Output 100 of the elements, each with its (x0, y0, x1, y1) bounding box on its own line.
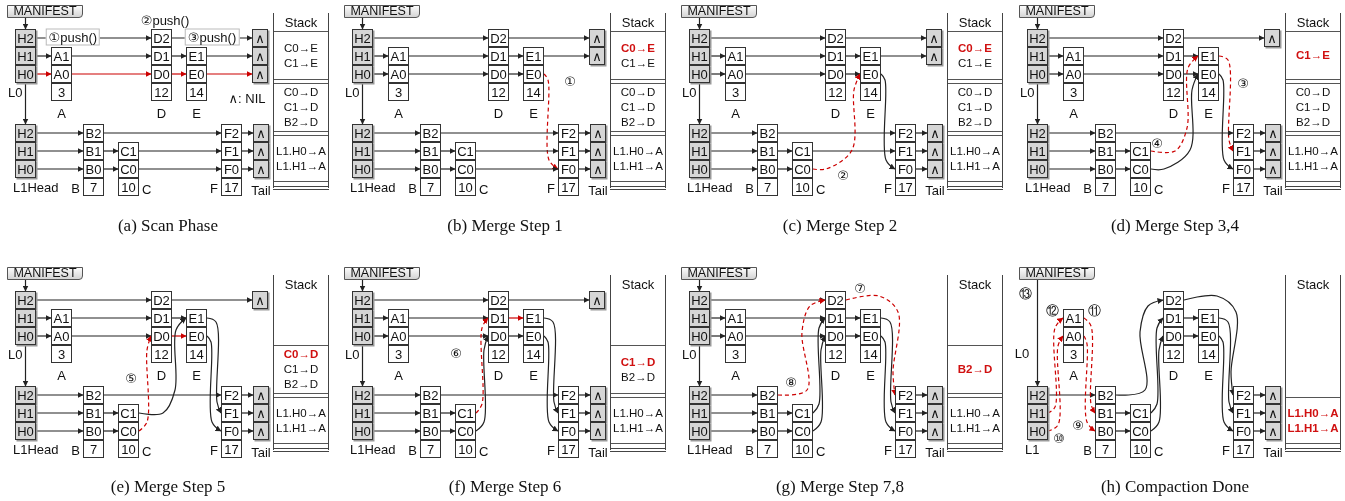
diagram-note: L0 (1014, 345, 1030, 361)
edge-label: ①push() (45, 28, 101, 46)
stack-entry: B2→D (958, 115, 992, 130)
arrow (777, 410, 793, 416)
arrow (1150, 335, 1164, 432)
level-pointer: E0 (186, 327, 207, 345)
arrow (372, 166, 421, 172)
arrow (745, 53, 826, 59)
head-pointer: H1 (1027, 404, 1048, 422)
stack-entry: L1.H0→A (950, 405, 1000, 421)
node-caption: F (210, 181, 218, 196)
level-pointer: F1 (1233, 404, 1254, 422)
arrow (915, 410, 928, 416)
stack-entry: C0→E (621, 40, 655, 56)
node-caption: C (1154, 182, 1164, 197)
dashed-arrow (543, 73, 559, 170)
arrow (206, 317, 222, 414)
nil-pointer: ∧ (589, 291, 605, 309)
stack-entry: C1→E (284, 55, 318, 71)
arrow (508, 333, 524, 339)
stack-entry: C0→D (620, 85, 656, 100)
level-pointer: D0 (825, 327, 846, 345)
arrow (709, 333, 726, 339)
nil-pointer: ∧ (590, 124, 606, 142)
arrow (35, 333, 52, 339)
node-caption: F (547, 181, 555, 196)
key-field: 17 (895, 178, 916, 196)
level-pointer: E1 (186, 309, 207, 327)
key-field: 17 (895, 440, 916, 458)
level-pointer: F2 (895, 124, 916, 142)
level-pointer: E0 (186, 65, 207, 83)
node-caption: D (493, 368, 504, 383)
stack-frame (948, 31, 1002, 80)
head-pointer: H0 (352, 160, 373, 178)
stack-frame (1286, 83, 1340, 132)
arrow (915, 428, 928, 434)
arrow (1047, 71, 1064, 77)
level-pointer: F2 (221, 386, 242, 404)
arrow (1183, 333, 1199, 339)
level-pointer: C1 (792, 142, 813, 160)
node-caption: E (1204, 106, 1213, 121)
key-field: 7 (757, 440, 778, 458)
arrow (1115, 428, 1131, 434)
level-pointer: C0 (1130, 160, 1151, 178)
head-pointer: H2 (689, 291, 710, 309)
nil-pointer: ∧ (253, 160, 269, 178)
level-pointer: A1 (725, 47, 746, 65)
arrow (1218, 73, 1234, 170)
manifest-tag: MANIFEST (1019, 267, 1095, 280)
arrow (206, 71, 253, 77)
arrow (915, 392, 928, 398)
head-pointer: H1 (689, 404, 710, 422)
stack-entry: L1.H0→A (950, 143, 1000, 159)
arrow (372, 130, 421, 136)
node-caption: L1Head (687, 180, 733, 195)
stack-entry: C1→D (957, 100, 993, 115)
arrow (408, 53, 489, 59)
level-pointer: B2 (1095, 124, 1116, 142)
node-caption: B (71, 181, 80, 196)
stack-frame (948, 83, 1002, 132)
key-field: 10 (1130, 440, 1151, 458)
arrow (696, 279, 703, 292)
dashed-arrow (1047, 317, 1064, 414)
level-pointer: A1 (51, 309, 72, 327)
level-pointer: F2 (221, 124, 242, 142)
arrow (709, 428, 758, 434)
head-pointer: H2 (1027, 29, 1048, 47)
nil-pointer: ∧ (927, 124, 943, 142)
node-caption: L1 (1025, 442, 1040, 457)
stack-panel (610, 13, 666, 190)
node-caption: D (156, 106, 167, 121)
stack-entry: B2→D (1296, 115, 1330, 130)
arrow (1083, 53, 1164, 59)
key-field: 7 (757, 178, 778, 196)
arrow (812, 148, 896, 154)
arrow (880, 53, 927, 59)
key-field: 14 (523, 345, 544, 363)
arrow (206, 335, 222, 432)
stack-entry: C1→D (283, 362, 319, 377)
figure-caption: (c) Merge Step 2 (782, 216, 898, 236)
arrow (1115, 130, 1234, 136)
key-field: 7 (420, 440, 441, 458)
level-pointer: D0 (488, 327, 509, 345)
level-pointer: E1 (1198, 47, 1219, 65)
node-caption: A (394, 106, 403, 121)
arrow (543, 335, 559, 432)
arrow (408, 71, 489, 77)
arrow (709, 71, 726, 77)
stack-panel (947, 13, 1003, 190)
arrow (709, 148, 758, 154)
level-pointer: D1 (151, 309, 172, 327)
level-pointer: F2 (895, 386, 916, 404)
arrow (709, 35, 826, 41)
arrow (103, 428, 119, 434)
node-caption: L0 (8, 85, 23, 100)
level-pointer: B0 (83, 422, 104, 440)
stack-frame (274, 135, 328, 182)
arrow (372, 297, 489, 303)
level-pointer: D1 (1163, 309, 1184, 327)
stack-entry: C1→E (1296, 48, 1330, 63)
